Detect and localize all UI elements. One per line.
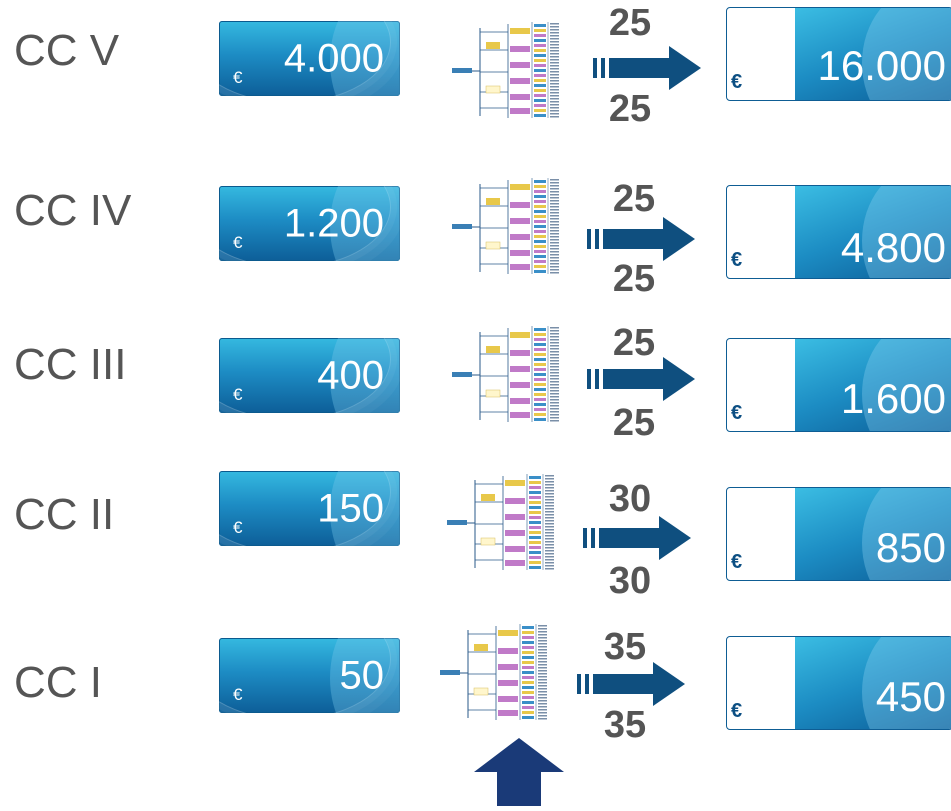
output-amount-card: € 1.600 — [726, 338, 951, 432]
row-label: CC I — [14, 658, 102, 707]
org-chart-icon — [450, 324, 570, 424]
bottom-number: 35 — [603, 704, 647, 746]
euro-symbol: € — [731, 402, 743, 424]
output-amount-card: € 450 — [726, 636, 951, 730]
row-cc-ii: CC II € 150 30 30 € 850 — [0, 470, 951, 602]
euro-symbol: € — [233, 68, 243, 87]
bottom-number: 25 — [608, 88, 652, 130]
bottom-number: 25 — [612, 258, 656, 300]
euro-symbol: € — [731, 700, 743, 722]
input-amount-card: € 50 — [219, 638, 400, 713]
right-arrow-icon — [583, 516, 693, 565]
output-amount: 850 — [875, 524, 946, 571]
row-label: CC IV — [14, 186, 132, 235]
row-label: CC II — [14, 490, 115, 539]
top-number: 25 — [612, 178, 656, 220]
top-number: 25 — [608, 2, 652, 44]
input-amount-card: € 150 — [219, 471, 400, 546]
input-amount-card: € 4.000 — [219, 21, 400, 96]
org-chart-icon — [445, 472, 565, 572]
input-amount-card: € 400 — [219, 338, 400, 413]
input-amount: 50 — [339, 653, 385, 697]
arrow-group: 25 25 — [585, 0, 705, 130]
row-cc-iv: CC IV € 1.200 25 25 € 4.800 — [0, 168, 951, 300]
euro-symbol: € — [233, 518, 243, 537]
euro-symbol: € — [731, 249, 743, 271]
top-number: 35 — [603, 626, 647, 668]
up-arrow-icon — [474, 738, 564, 811]
org-chart-icon — [450, 20, 570, 120]
row-label: CC III — [14, 340, 127, 389]
output-amount-card: € 850 — [726, 487, 951, 581]
output-amount: 450 — [875, 673, 946, 720]
right-arrow-icon — [587, 357, 697, 406]
output-amount-card: € 4.800 — [726, 185, 951, 279]
output-amount-card: € 16.000 — [726, 7, 951, 101]
arrow-group: 25 25 — [585, 168, 705, 300]
arrow-group: 30 30 — [583, 470, 705, 602]
euro-symbol: € — [233, 385, 243, 404]
euro-symbol: € — [233, 233, 243, 252]
arrow-group: 25 25 — [585, 318, 705, 444]
input-amount: 4.000 — [283, 36, 384, 80]
top-number: 25 — [612, 322, 656, 364]
euro-symbol: € — [233, 685, 243, 704]
row-label: CC V — [14, 26, 120, 75]
bottom-number: 25 — [612, 402, 656, 444]
input-amount: 150 — [317, 486, 384, 530]
org-chart-icon — [438, 622, 558, 722]
input-amount: 400 — [317, 353, 384, 397]
row-cc-v: CC V € 4.000 25 25 € 16.000 — [0, 0, 951, 130]
bottom-number: 30 — [608, 560, 652, 602]
arrow-group: 35 35 — [577, 620, 705, 746]
right-arrow-icon — [593, 46, 703, 95]
euro-symbol: € — [731, 551, 743, 573]
row-cc-iii: CC III € 400 25 25 € 1.600 — [0, 318, 951, 444]
input-amount-card: € 1.200 — [219, 186, 400, 261]
row-cc-i: CC I € 50 35 35 € 450 — [0, 620, 951, 746]
top-number: 30 — [608, 478, 652, 520]
euro-symbol: € — [731, 71, 743, 93]
right-arrow-icon — [587, 217, 697, 266]
output-amount: 1.600 — [840, 375, 946, 422]
input-amount: 1.200 — [283, 201, 384, 245]
right-arrow-icon — [577, 662, 687, 711]
org-chart-icon — [450, 176, 570, 276]
output-amount: 4.800 — [840, 224, 946, 271]
output-amount: 16.000 — [817, 42, 946, 89]
